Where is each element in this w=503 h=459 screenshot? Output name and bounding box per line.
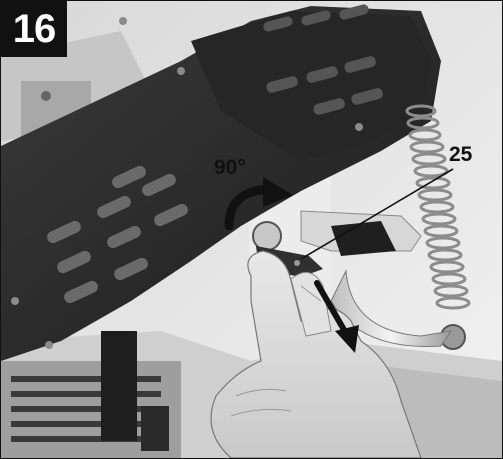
rotation-arrow bbox=[224, 177, 293, 231]
metal-bracket bbox=[300, 210, 453, 347]
part-number-label: 25 bbox=[449, 143, 473, 166]
part-leader-line bbox=[300, 168, 454, 260]
step-number-badge: 16 bbox=[1, 1, 67, 57]
tension-spring bbox=[405, 104, 471, 350]
rotation-angle-label: 90° bbox=[214, 156, 246, 179]
pull-direction-arrow bbox=[314, 280, 359, 353]
saw-arm bbox=[1, 4, 441, 361]
hand bbox=[210, 250, 422, 458]
